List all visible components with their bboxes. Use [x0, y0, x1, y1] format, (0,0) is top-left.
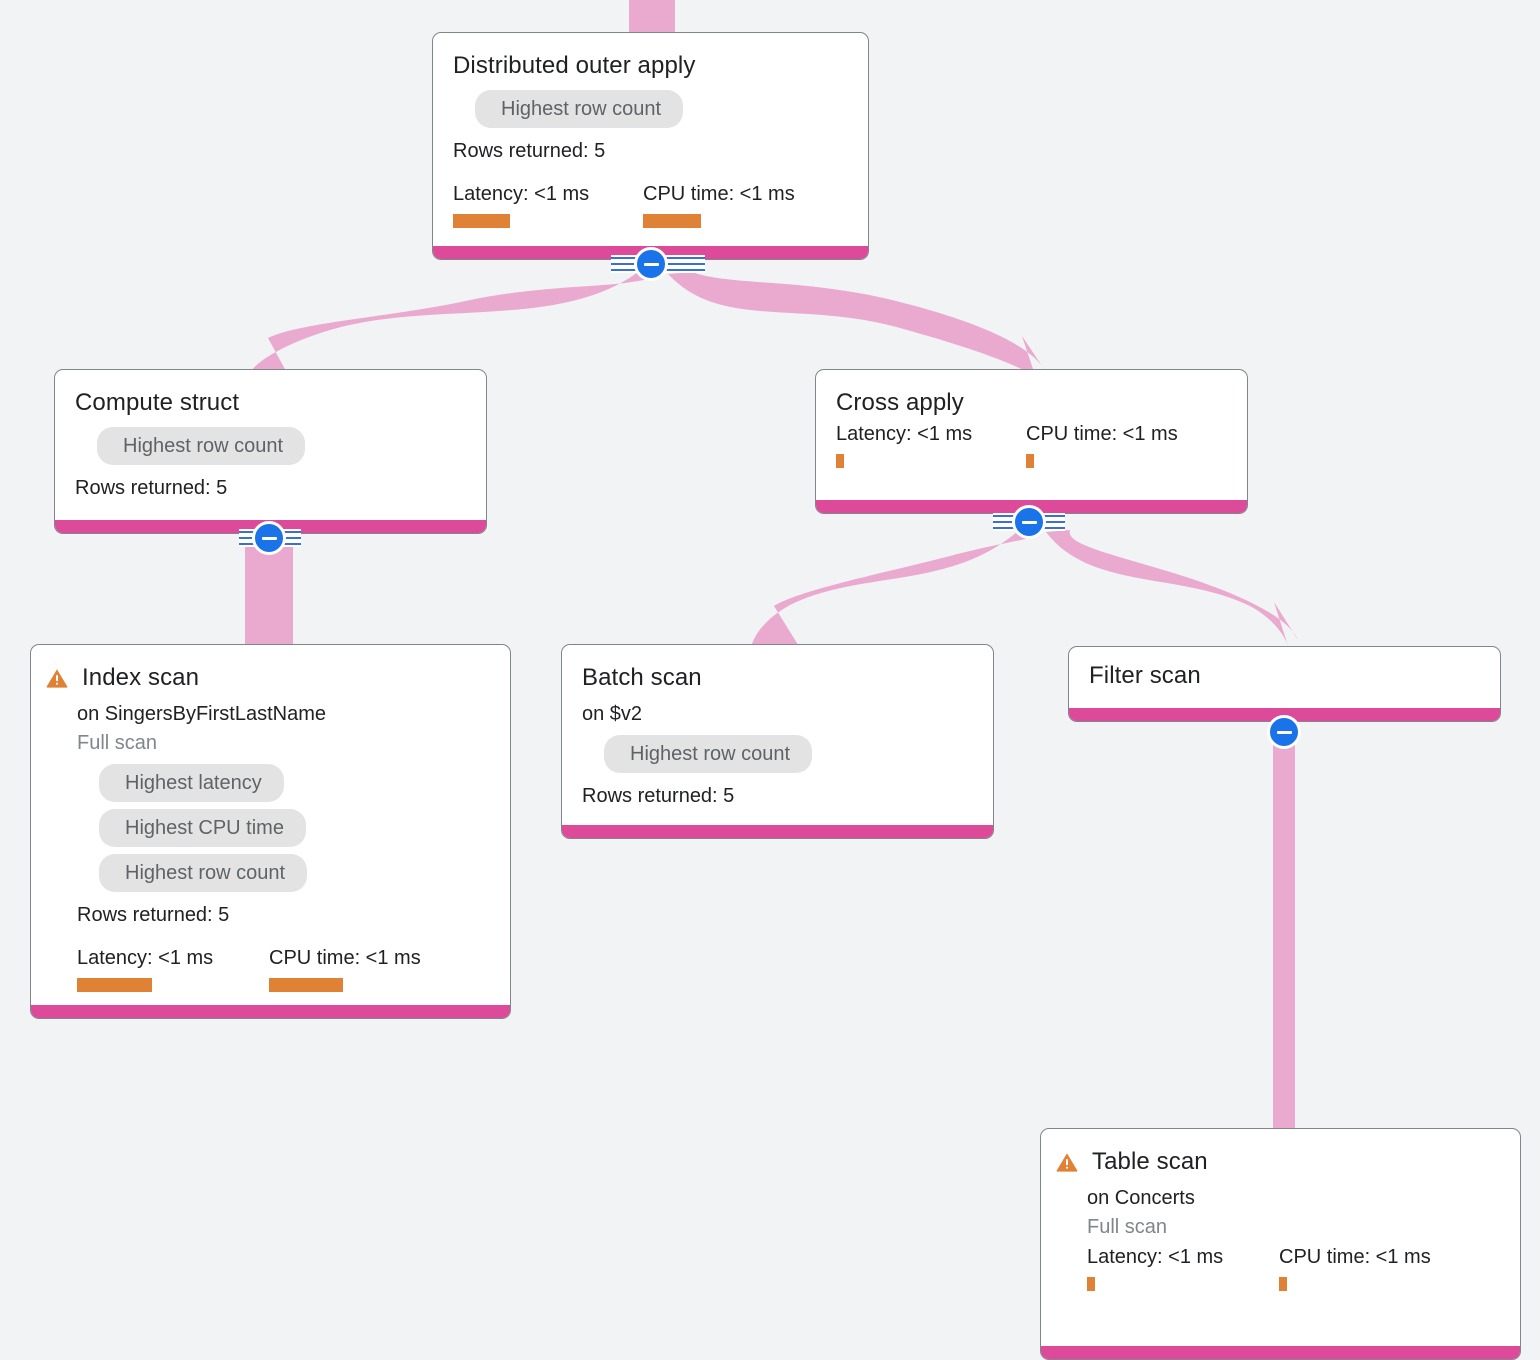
chip-highest-row-count: Highest row count — [604, 735, 813, 773]
metric-latency: Latency: <1 ms — [1087, 1245, 1279, 1291]
node-chips: Highest row count — [582, 728, 973, 773]
collapse-toggle-cross-apply[interactable] — [1012, 505, 1046, 539]
edge-cross-to-filter — [1046, 530, 1298, 646]
node-subtitle: on SingersByFirstLastName — [77, 703, 326, 725]
edge-dist-to-cross — [668, 272, 1046, 378]
node-subtitle: on Concerts — [1087, 1187, 1195, 1209]
node-title-row: Table scan — [1055, 1147, 1500, 1177]
node-title: Distributed outer apply — [453, 52, 696, 79]
rows-returned: Rows returned: 5 — [582, 785, 735, 807]
node-full-scan-label: Full scan — [1087, 1216, 1168, 1238]
metric-latency: Latency: <1 ms — [77, 946, 269, 992]
plan-node-table-scan[interactable]: Table scan on Concerts Full scan Latency… — [1040, 1128, 1521, 1360]
plan-node-cross-apply[interactable]: Cross apply Latency: <1 ms CPU time: <1 … — [815, 369, 1248, 514]
node-metrics: Latency: <1 ms CPU time: <1 ms — [453, 182, 848, 228]
node-title-row: Compute struct — [75, 388, 466, 418]
metric-cpu-time: CPU time: <1 ms — [269, 946, 421, 992]
node-body: Batch scan on $v2 Highest row count Rows… — [562, 645, 993, 825]
metric-latency-label: Latency: <1 ms — [1087, 1246, 1224, 1268]
metric-cpu-label: CPU time: <1 ms — [1279, 1246, 1431, 1268]
node-chips: Highest row count — [75, 418, 466, 465]
warning-triangle-icon — [1056, 1153, 1078, 1172]
node-title: Table scan — [1092, 1148, 1208, 1175]
metric-cpu-time: CPU time: <1 ms — [643, 182, 795, 228]
plan-node-index-scan[interactable]: Index scan on SingersByFirstLastName Ful… — [30, 644, 511, 1019]
node-metrics: Latency: <1 ms CPU time: <1 ms — [836, 422, 1227, 468]
rows-returned: Rows returned: 5 — [75, 477, 228, 499]
collapse-toggle-distributed-outer-apply[interactable] — [634, 247, 668, 281]
node-full-scan-label: Full scan — [77, 732, 158, 754]
node-footer-bar — [31, 1005, 510, 1018]
node-title: Batch scan — [582, 664, 702, 691]
node-body: Index scan on SingersByFirstLastName Ful… — [31, 645, 510, 1005]
node-title-row: Cross apply — [836, 388, 1227, 418]
chip-highest-row-count: Highest row count — [99, 854, 308, 892]
rows-returned: Rows returned: 5 — [453, 140, 606, 162]
chip-highest-cpu-time: Highest CPU time — [99, 809, 306, 847]
metric-cpu-bar — [269, 978, 343, 992]
node-title-row: Distributed outer apply — [453, 51, 848, 81]
plan-node-filter-scan[interactable]: Filter scan — [1068, 646, 1501, 722]
rows-returned: Rows returned: 5 — [77, 904, 230, 926]
metric-latency-label: Latency: <1 ms — [77, 947, 214, 969]
warning-triangle-icon — [46, 669, 68, 688]
plan-node-distributed-outer-apply[interactable]: Distributed outer apply Highest row coun… — [432, 32, 869, 260]
node-chips: Highest latency Highest CPU time Highest… — [77, 757, 490, 892]
metric-latency-bar — [836, 454, 844, 468]
metric-cpu-label: CPU time: <1 ms — [643, 183, 795, 205]
node-footer-bar — [1041, 1346, 1520, 1359]
metric-cpu-label: CPU time: <1 ms — [269, 947, 421, 969]
metric-cpu-time: CPU time: <1 ms — [1279, 1245, 1431, 1291]
edge-filter-to-table — [1273, 722, 1295, 1135]
node-metrics: Latency: <1 ms CPU time: <1 ms — [77, 946, 490, 992]
chip-highest-row-count: Highest row count — [475, 90, 684, 128]
metric-cpu-bar — [1279, 1277, 1287, 1291]
node-footer-bar — [562, 825, 993, 838]
node-title: Filter scan — [1089, 662, 1201, 689]
node-body: Distributed outer apply Highest row coun… — [433, 33, 868, 246]
node-title: Index scan — [82, 664, 200, 691]
node-body: Filter scan — [1069, 647, 1500, 708]
metric-cpu-time: CPU time: <1 ms — [1026, 422, 1178, 468]
metric-latency-label: Latency: <1 ms — [453, 183, 590, 205]
plan-node-compute-struct[interactable]: Compute struct Highest row count Rows re… — [54, 369, 487, 534]
node-title: Compute struct — [75, 389, 240, 416]
metric-cpu-label: CPU time: <1 ms — [1026, 423, 1178, 445]
node-title-row: Index scan — [45, 663, 490, 693]
node-title-row: Filter scan — [1089, 661, 1480, 691]
metric-latency: Latency: <1 ms — [836, 422, 1026, 468]
collapse-toggle-filter-scan[interactable] — [1267, 715, 1301, 749]
metric-latency: Latency: <1 ms — [453, 182, 643, 228]
node-metrics: Latency: <1 ms CPU time: <1 ms — [1087, 1245, 1500, 1291]
metric-latency-bar — [453, 214, 510, 228]
edge-dist-to-compute — [248, 272, 662, 382]
metric-latency-bar — [77, 978, 152, 992]
plan-node-batch-scan[interactable]: Batch scan on $v2 Highest row count Rows… — [561, 644, 994, 839]
node-subtitle: on $v2 — [582, 703, 643, 725]
chip-highest-row-count: Highest row count — [97, 427, 306, 465]
edge-root-inlet — [629, 0, 675, 34]
node-body: Compute struct Highest row count Rows re… — [55, 370, 486, 520]
node-title: Cross apply — [836, 389, 964, 416]
collapse-toggle-compute-struct[interactable] — [252, 521, 286, 555]
node-body: Cross apply Latency: <1 ms CPU time: <1 … — [816, 370, 1247, 500]
metric-latency-bar — [1087, 1277, 1095, 1291]
edge-cross-to-batch — [752, 531, 1042, 648]
metric-latency-label: Latency: <1 ms — [836, 423, 973, 445]
node-body: Table scan on Concerts Full scan Latency… — [1041, 1129, 1520, 1346]
metric-cpu-bar — [1026, 454, 1034, 468]
metric-cpu-bar — [643, 214, 701, 228]
node-chips: Highest row count — [453, 81, 848, 128]
chip-highest-latency: Highest latency — [99, 764, 284, 802]
node-title-row: Batch scan — [582, 663, 973, 693]
